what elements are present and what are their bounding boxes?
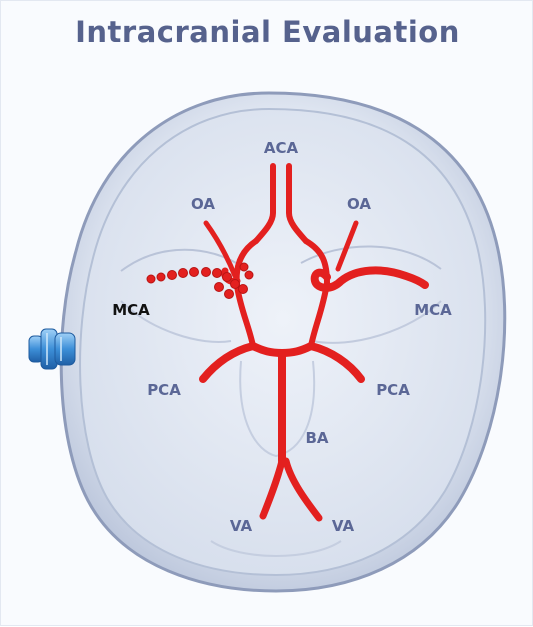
label-mca-left: MCA bbox=[112, 301, 150, 319]
label-aca: ACA bbox=[264, 139, 299, 157]
ultrasound-probe-icon[interactable] bbox=[29, 329, 75, 369]
label-pca-right: PCA bbox=[376, 381, 410, 399]
label-oa-right: OA bbox=[347, 195, 371, 213]
label-va-left: VA bbox=[230, 517, 253, 535]
label-mca-right: MCA bbox=[414, 301, 452, 319]
skull-outline bbox=[61, 93, 505, 591]
label-ba: BA bbox=[305, 429, 328, 447]
label-pca-left: PCA bbox=[147, 381, 181, 399]
label-va-right: VA bbox=[332, 517, 355, 535]
label-oa-left: OA bbox=[191, 195, 215, 213]
